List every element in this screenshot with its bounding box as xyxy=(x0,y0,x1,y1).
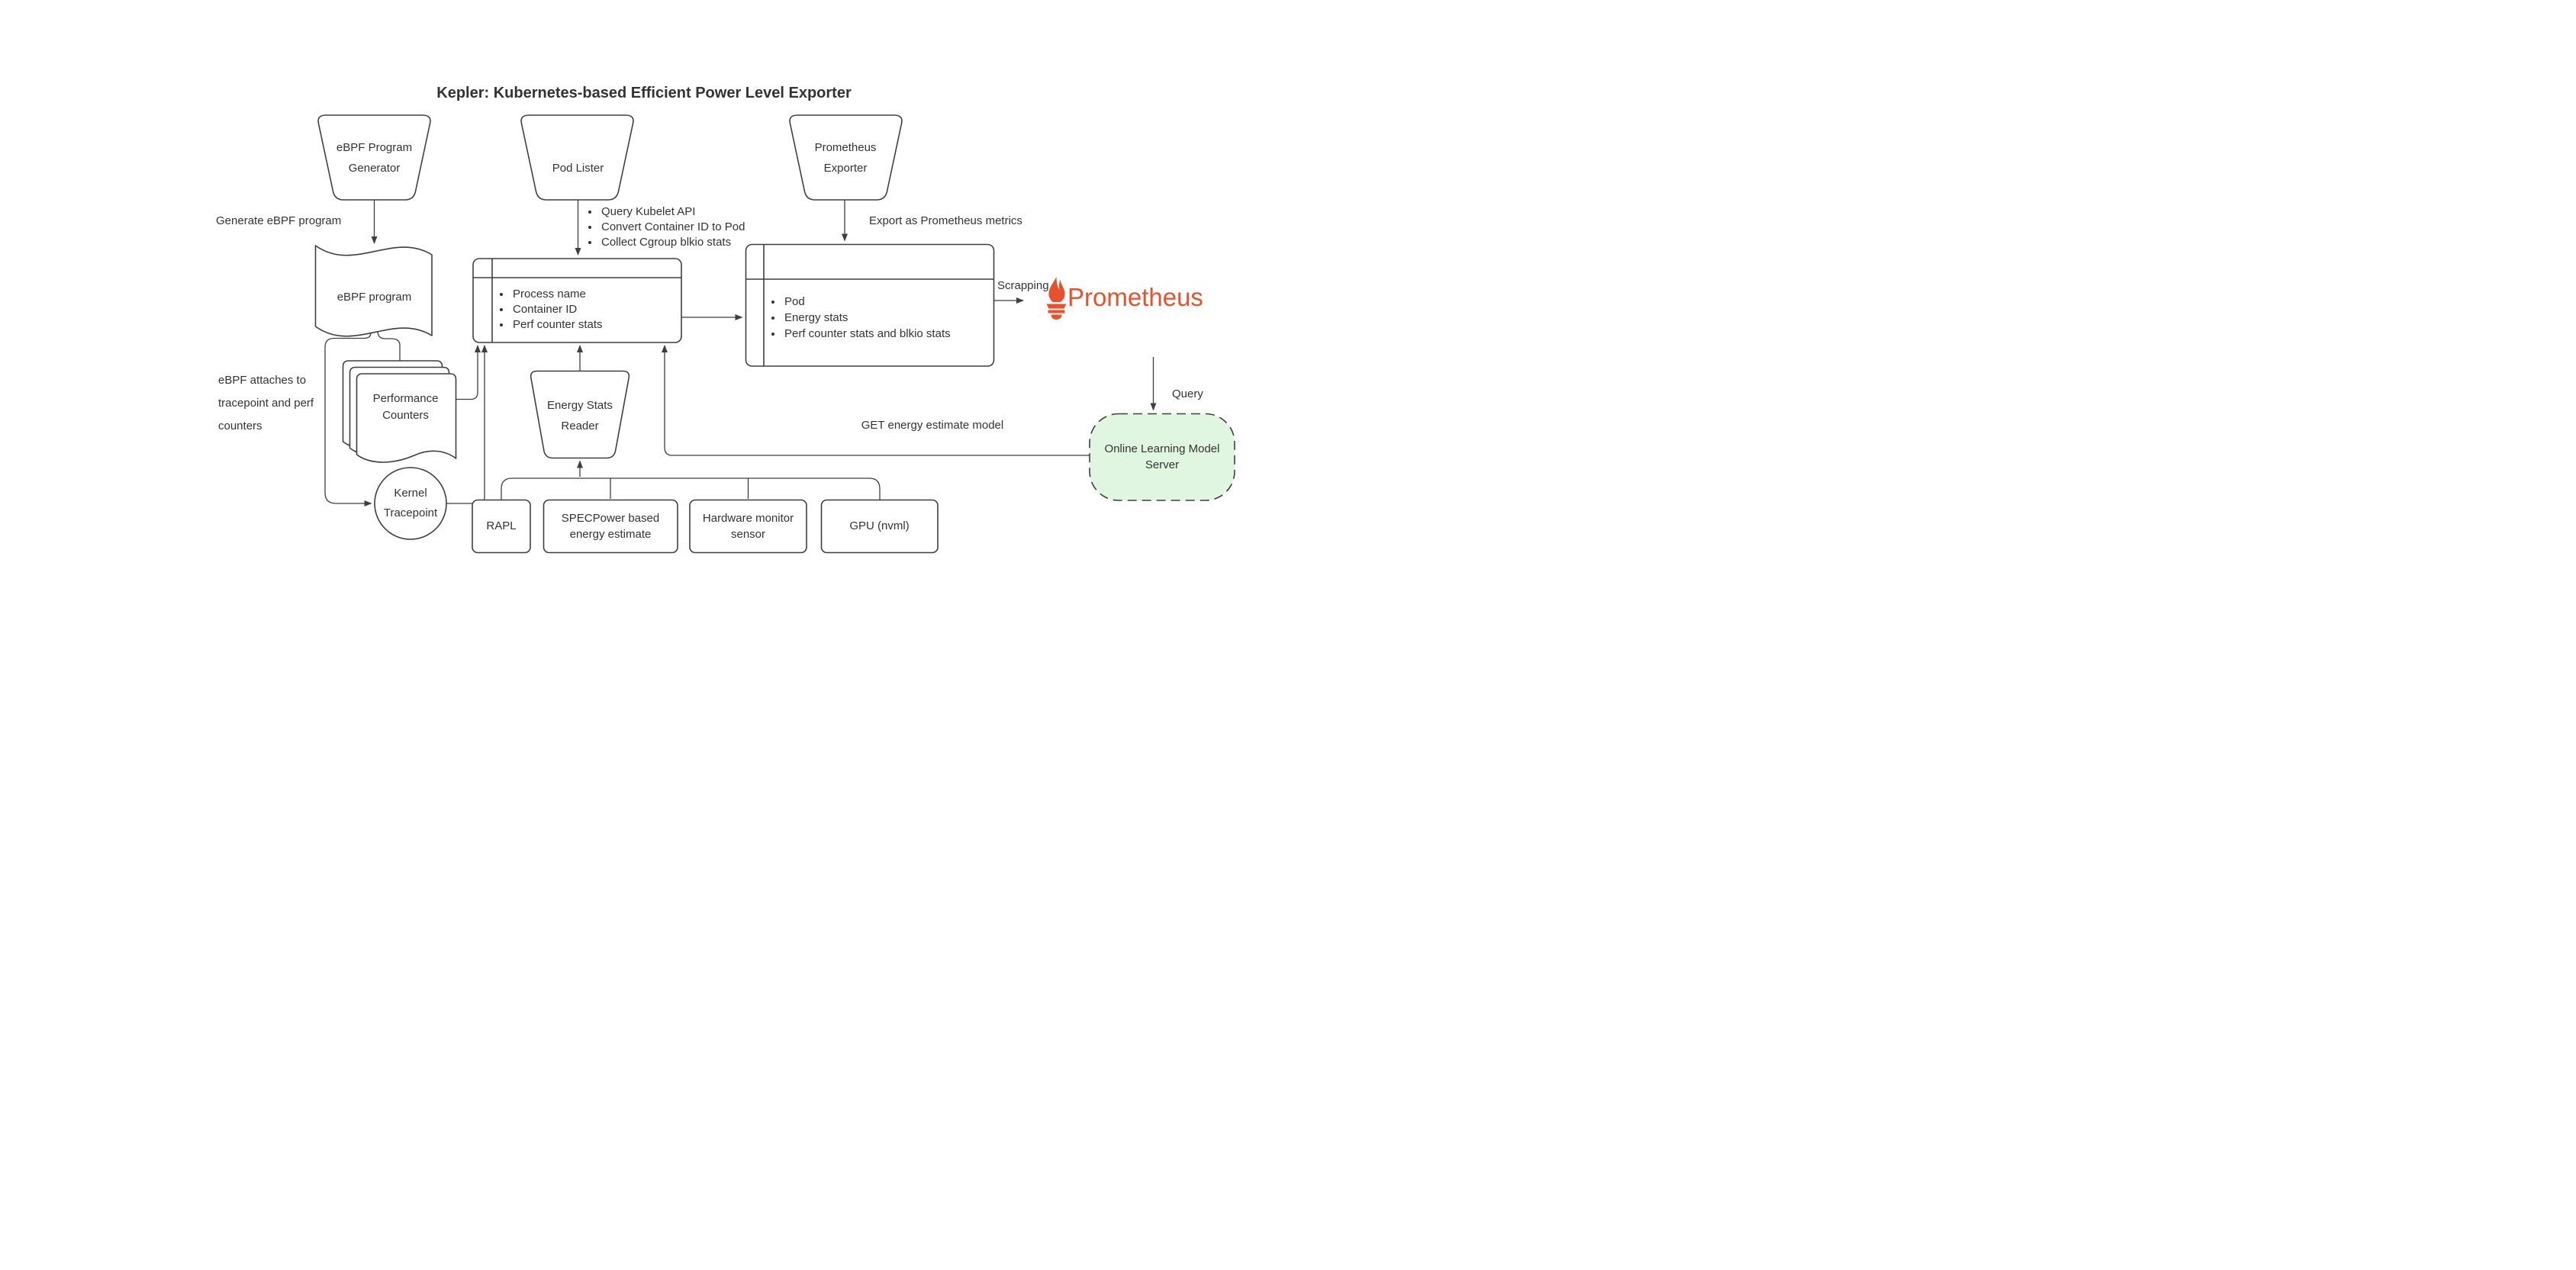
list-item: Perf counter stats xyxy=(511,317,603,333)
generate-ebpf-program-label: Generate eBPF program xyxy=(216,214,342,227)
ebpf-program-shape xyxy=(314,245,433,337)
scrapping-label: Scrapping xyxy=(997,279,1049,292)
kepler-architecture-diagram: Kepler: Kubernetes-based Efficient Power… xyxy=(0,0,1288,635)
edge-perf-counters-to-process-box xyxy=(456,345,481,400)
list-item: Perf counter stats and blkio stats xyxy=(783,326,951,342)
pod-lister-steps-list: Query Kubelet APIConvert Container ID to… xyxy=(588,204,745,250)
prometheus-exporter-shape xyxy=(789,114,903,201)
edge-sensors-bus xyxy=(501,477,881,500)
process-info-list: Process nameContainer IDPerf counter sta… xyxy=(499,287,603,333)
rapl-box xyxy=(472,499,531,554)
kernel-tracepoint-shape xyxy=(374,467,447,540)
gpu-nvml-label: GPU (nvml) xyxy=(849,519,910,532)
model-server-label: Online Learning Model Server xyxy=(1104,442,1220,471)
specpower-label: SPECPower based energy estimate xyxy=(561,511,660,541)
ebpf-program-generator-shape xyxy=(317,114,431,201)
pod-metrics-list: PodEnergy statsPerf counter stats and bl… xyxy=(771,294,951,342)
process-info-box xyxy=(472,258,682,343)
pod-metrics-box xyxy=(745,243,995,367)
export-as-prometheus-metrics-label: Export as Prometheus metrics xyxy=(869,214,1022,227)
prometheus-wordmark: Prometheus xyxy=(1067,283,1203,311)
ebpf-program-generator-label: eBPF Program Generator xyxy=(336,141,413,175)
list-item: Convert Container ID to Pod xyxy=(600,220,745,235)
gpu-nvml-box xyxy=(820,499,939,554)
ebpf-attaches-label: eBPF attaches to tracepoint and perf cou… xyxy=(218,374,314,432)
edge-ebpf-to-perf-counters xyxy=(377,326,403,371)
edge-get-model-to-process-box xyxy=(662,345,1090,456)
energy-stats-reader-shape xyxy=(530,370,630,459)
performance-counters-label: Performance Counters xyxy=(372,392,439,422)
prometheus-logo-icon xyxy=(1046,277,1067,320)
energy-stats-reader-label: Energy Stats Reader xyxy=(547,399,613,432)
diagram-title: Kepler: Kubernetes-based Efficient Power… xyxy=(436,85,852,101)
list-item: Collect Cgroup blkio stats xyxy=(600,235,745,250)
hardware-monitor-label: Hardware monitor sensor xyxy=(702,511,794,541)
performance-counters-shape xyxy=(342,360,457,463)
list-item: Pod xyxy=(783,294,951,310)
list-item: Container ID xyxy=(511,302,603,317)
prometheus-exporter-label: Prometheus Exporter xyxy=(814,141,877,175)
edge-ebpf-to-kernel-tracepoint xyxy=(324,326,372,506)
pod-lister-shape xyxy=(520,114,634,201)
model-server-shape xyxy=(1089,413,1235,501)
list-item: Query Kubelet API xyxy=(600,204,745,220)
diagram-shapes-layer xyxy=(314,114,1235,554)
specpower-box xyxy=(543,499,678,554)
list-item: Energy stats xyxy=(783,310,951,326)
list-item: Process name xyxy=(511,287,603,302)
query-label: Query xyxy=(1172,387,1203,400)
hardware-monitor-box xyxy=(689,499,807,554)
ebpf-program-label: eBPF program xyxy=(336,291,412,304)
rapl-label: RAPL xyxy=(486,519,517,532)
pod-lister-label: Pod Lister xyxy=(552,162,604,175)
get-energy-estimate-model-label: GET energy estimate model xyxy=(861,419,1004,432)
kernel-tracepoint-label: Kernel Tracepoint xyxy=(383,487,438,519)
